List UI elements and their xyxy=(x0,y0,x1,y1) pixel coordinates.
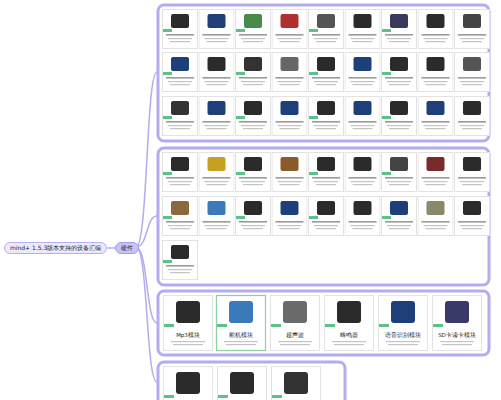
node-text: Mp3模块 xyxy=(165,332,211,339)
topic-node: 硬件 xyxy=(115,242,139,254)
product-card: 超声波 xyxy=(270,332,320,339)
node-text: SD卡读卡模块 xyxy=(434,332,480,339)
product-card: 蜂鸣器 xyxy=(324,332,374,339)
branch-line xyxy=(107,248,115,249)
product-card: SD卡读卡模块 xyxy=(432,332,482,339)
node-text: 超声波 xyxy=(272,332,318,339)
node-text: 硬件 xyxy=(121,244,133,252)
node-text: 舵机模块 xyxy=(218,332,264,339)
topic-node: mind+ 1.5.3版本支持的设备汇编 xyxy=(4,242,107,254)
product-card: 语音识别模块 xyxy=(378,332,428,339)
node-text: 语音识别模块 xyxy=(380,332,426,339)
product-card: Mp3模块 xyxy=(163,332,213,339)
product-card: 舵机模块 xyxy=(216,332,266,339)
node-text: 蜂鸣器 xyxy=(326,332,372,339)
node-text: mind+ 1.5.3版本支持的设备汇编 xyxy=(10,244,101,252)
